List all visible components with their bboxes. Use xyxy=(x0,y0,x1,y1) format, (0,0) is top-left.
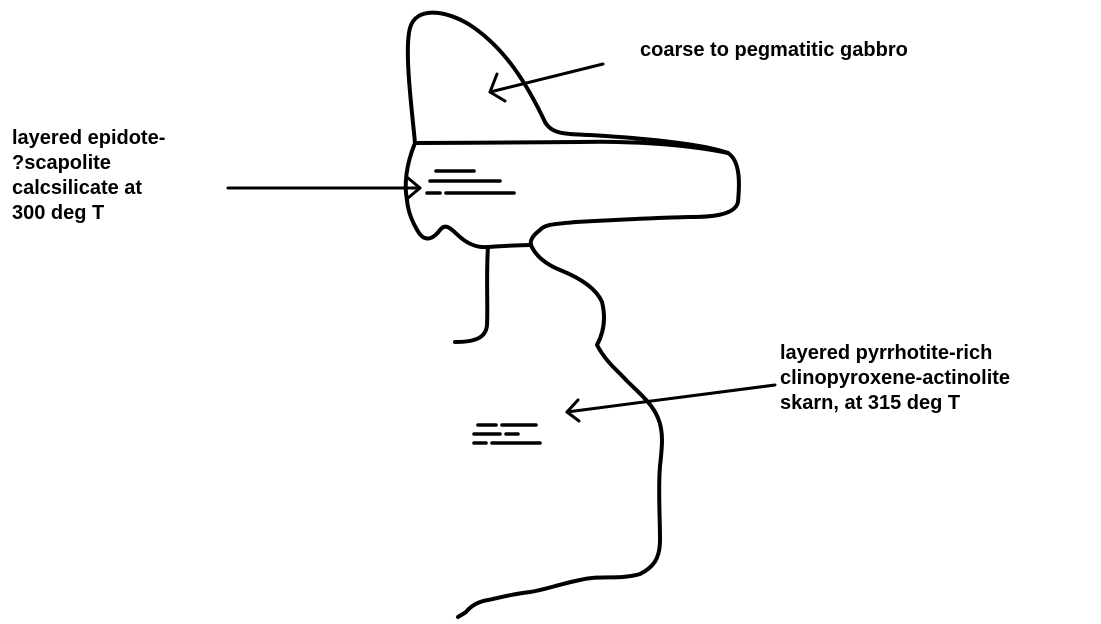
gabbro-label: coarse to pegmatitic gabbro xyxy=(640,38,908,63)
calcsilicate-label-line: ?scapolite xyxy=(12,151,165,176)
calcsilicate-layering-marks xyxy=(427,171,514,193)
skarn-label-line: skarn, at 315 deg T xyxy=(780,391,1010,416)
gabbro-label-line: coarse to pegmatitic gabbro xyxy=(640,38,908,63)
calcsilicate-label-line: 300 deg T xyxy=(12,201,165,226)
skarn-label-line: layered pyrrhotite-rich xyxy=(780,341,1010,366)
skarn-label-line: clinopyroxene-actinolite xyxy=(780,366,1010,391)
calcsilicate-skarn-contact xyxy=(488,245,531,247)
skarn-label: layered pyrrhotite-rich clinopyroxene-ac… xyxy=(780,341,1010,416)
skarn-layering-marks xyxy=(474,425,540,443)
skarn-arrow xyxy=(567,385,775,421)
skarn-left-wall xyxy=(455,247,488,342)
calcsilicate-left-outline xyxy=(406,143,488,247)
calcsilicate-arrow xyxy=(228,178,420,198)
gabbro-arrow xyxy=(490,64,603,101)
calcsilicate-label-line: calcsilicate at xyxy=(12,176,165,201)
calcsilicate-label-line: layered epidote- xyxy=(12,126,165,151)
calcsilicate-label: layered epidote- ?scapolite calcsilicate… xyxy=(12,126,165,226)
